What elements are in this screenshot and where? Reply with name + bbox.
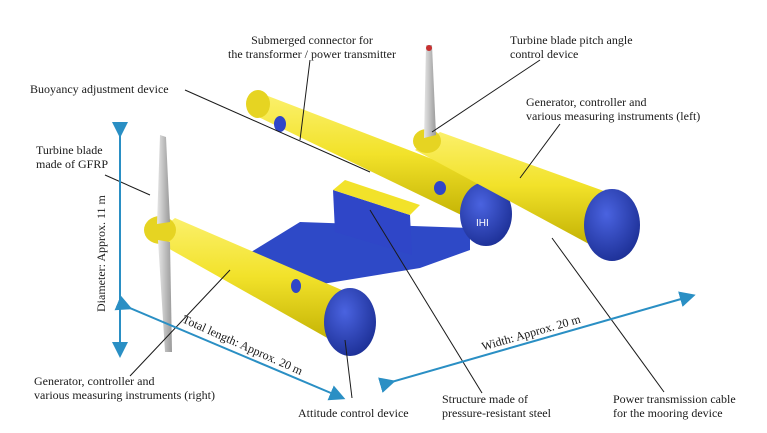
label-line: the transformer / power transmitter [228, 47, 396, 61]
label-buoyancy: Buoyancy adjustment device [30, 82, 169, 96]
label-generator-right: Generator, controller and various measur… [34, 374, 215, 402]
label-line: Turbine blade [36, 143, 108, 157]
label-line: control device [510, 47, 633, 61]
label-cable: Power transmission cable for the mooring… [613, 392, 736, 420]
dimension-diameter: Diameter: Approx. 11 m [94, 195, 109, 312]
label-line: Buoyancy adjustment device [30, 82, 169, 96]
label-line: Generator, controller and [526, 95, 700, 109]
label-structure: Structure made of pressure-resistant ste… [442, 392, 551, 420]
label-line: Submerged connector for [228, 33, 396, 47]
blade-front-top [157, 135, 170, 224]
blade-front-bottom [158, 240, 172, 352]
generator-right-dome [324, 288, 376, 356]
label-line: Generator, controller and [34, 374, 215, 388]
label-turbine-blade: Turbine blade made of GFRP [36, 143, 108, 171]
label-line: pressure-resistant steel [442, 406, 551, 420]
nacelle-marking: IHI [476, 218, 489, 229]
label-generator-left: Generator, controller and various measur… [526, 95, 700, 123]
label-line: various measuring instruments (left) [526, 109, 700, 123]
blade-back-top [424, 45, 436, 138]
label-attitude: Attitude control device [298, 406, 409, 420]
generator-left-dome [584, 189, 640, 261]
label-line: made of GFRP [36, 157, 108, 171]
label-line: Structure made of [442, 392, 551, 406]
label-line: Power transmission cable [613, 392, 736, 406]
label-line: various measuring instruments (right) [34, 388, 215, 402]
label-line: for the mooring device [613, 406, 736, 420]
label-line: Turbine blade pitch angle [510, 33, 633, 47]
label-line: Attitude control device [298, 406, 409, 420]
label-pitch-control: Turbine blade pitch angle control device [510, 33, 633, 61]
label-submerged-connector: Submerged connector for the transformer … [228, 33, 396, 61]
